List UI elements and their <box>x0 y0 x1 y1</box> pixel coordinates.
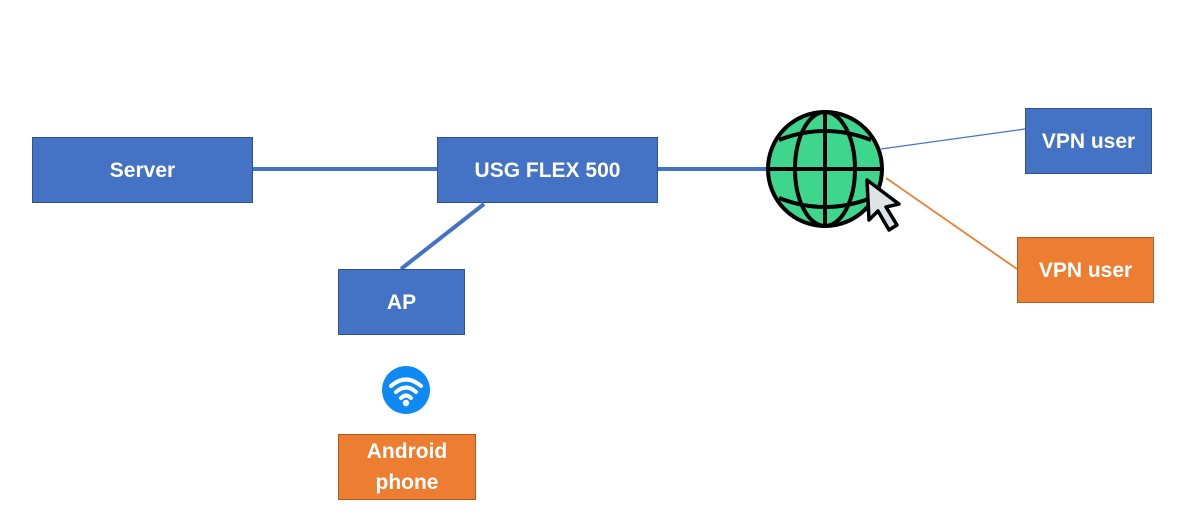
globe-with-cursor-icon <box>766 110 901 232</box>
server-label: Server <box>109 158 176 182</box>
ap-label: AP <box>386 290 417 314</box>
wifi-icon <box>382 366 430 414</box>
usg-flex-500-node[interactable]: USG FLEX 500 <box>437 137 658 203</box>
link-internet-vpn-user-1 <box>880 128 1026 150</box>
vpn-user-node-orange[interactable]: VPN user <box>1017 237 1154 303</box>
ap-node[interactable]: AP <box>338 269 465 335</box>
usg-label: USG FLEX 500 <box>474 158 621 182</box>
vpn-user-2-label: VPN user <box>1038 258 1133 282</box>
vpn-user-1-label: VPN user <box>1041 129 1136 153</box>
link-internet-vpn-user-2 <box>885 177 1018 270</box>
android-label: Android phone <box>366 440 448 494</box>
link-usg-ap <box>399 202 486 271</box>
server-node[interactable]: Server <box>32 137 253 203</box>
android-phone-node[interactable]: Android phone <box>338 434 476 500</box>
vpn-user-node-blue[interactable]: VPN user <box>1025 108 1152 174</box>
